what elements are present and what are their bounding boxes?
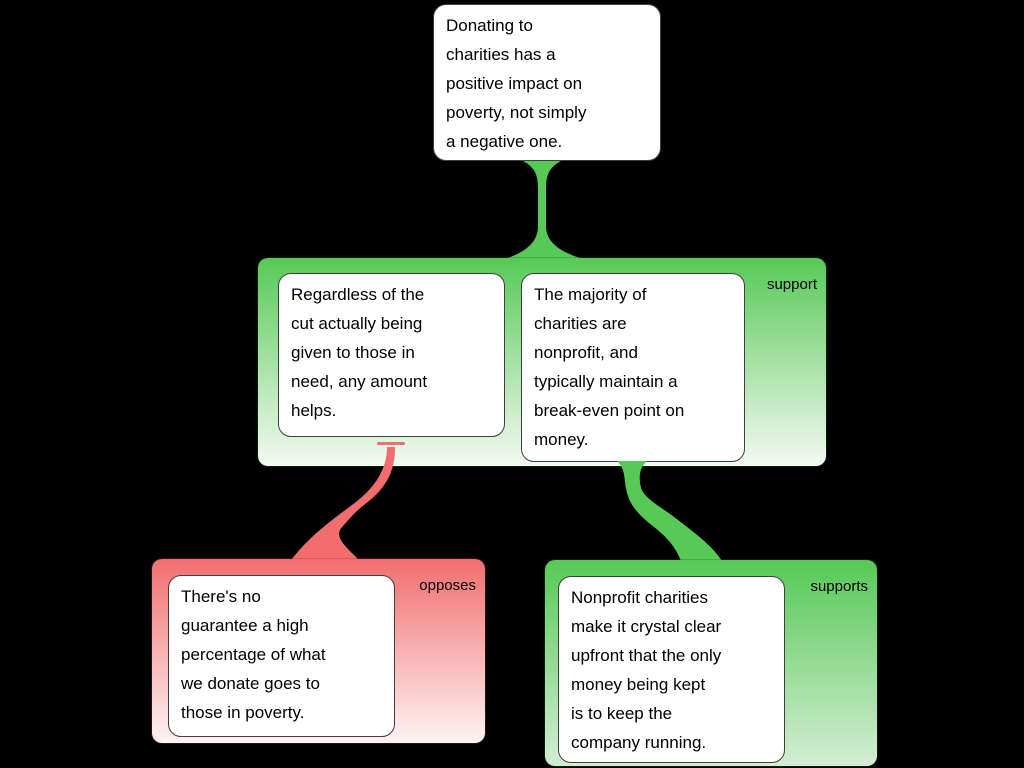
- premise-text: Regardless of the cut actually being giv…: [291, 285, 428, 420]
- objection-node-no-guarantee[interactable]: There's no guarantee a high percentage o…: [168, 575, 395, 737]
- sub-support-text: Nonprofit charities make it crystal clea…: [571, 588, 722, 752]
- supports-group[interactable]: supports Nonprofit charities make it cry…: [545, 560, 877, 766]
- support-group-label: support: [766, 276, 817, 293]
- supports-connector: [617, 461, 722, 561]
- sub-support-node-crystal-clear[interactable]: Nonprofit charities make it crystal clea…: [558, 576, 785, 763]
- premise-node-nonprofit-majority[interactable]: The majority of charities are nonprofit,…: [521, 273, 745, 462]
- objection-text: There's no guarantee a high percentage o…: [181, 587, 326, 722]
- premise-text: The majority of charities are nonprofit,…: [534, 285, 685, 449]
- main-claim-node[interactable]: Donating to charities has a positive imp…: [433, 4, 661, 161]
- opposes-group-label: opposes: [419, 577, 476, 594]
- opposes-group[interactable]: opposes There's no guarantee a high perc…: [152, 559, 485, 743]
- support-group[interactable]: support Regardless of the cut actually b…: [258, 258, 826, 466]
- premise-node-any-amount-helps[interactable]: Regardless of the cut actually being giv…: [278, 273, 505, 437]
- supports-group-label: supports: [810, 578, 868, 595]
- main-claim-text: Donating to charities has a positive imp…: [446, 16, 587, 151]
- support-connector: [505, 161, 583, 259]
